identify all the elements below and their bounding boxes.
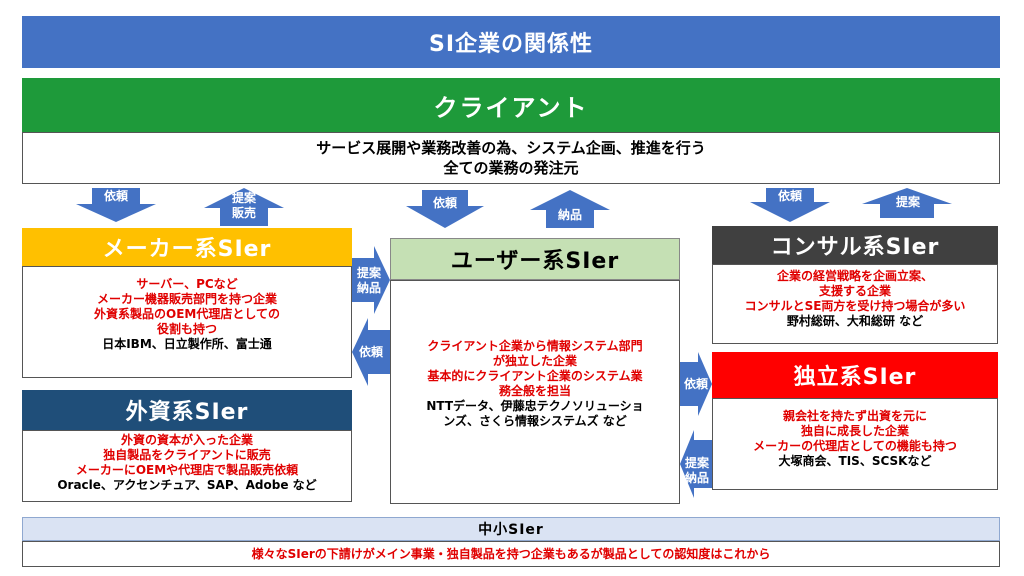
foreign-desc-1: 外資の資本が入った企業: [120, 433, 253, 447]
arrow-left-indep-user: [680, 430, 712, 498]
arrow-right-maker-user: [352, 246, 390, 314]
label-teian-maker: 提案: [231, 191, 256, 205]
arrow-up-consul: [862, 188, 952, 218]
independent-examples: 大塚商会、TIS、SCSKなど: [778, 454, 932, 468]
user-desc-3: 基本的にクライアント企業のシステム業: [427, 369, 643, 383]
label-teian-consul: 提案: [895, 195, 920, 209]
foreign-box: 外資の資本が入った企業 独自製品をクライアントに販売 メーカーにOEMや代理店で…: [22, 430, 352, 502]
label-irai-maker: 依頼: [103, 189, 128, 203]
independent-header: 独立系SIer: [712, 352, 998, 398]
user-desc-4: 務全般を担当: [498, 384, 571, 398]
independent-desc-2: 独自に成長した企業: [800, 424, 909, 438]
label-teian-mu: 提案: [356, 266, 381, 280]
label-nouhin-user: 納品: [557, 208, 582, 222]
label-teian-iu: 提案: [684, 456, 709, 470]
client-desc-box: サービス展開や業務改善の為、システム企画、推進を行う 全ての業務の発注元: [22, 132, 1000, 184]
user-examples-2: ンズ、さくら情報システムズ など: [443, 414, 627, 428]
maker-desc-4: 役割も持つ: [156, 322, 217, 336]
foreign-header: 外資系SIer: [22, 390, 352, 430]
maker-desc-3: 外資系製品のOEM代理店としての: [94, 307, 280, 321]
independent-desc-1: 親会社を持たず出資を元に: [782, 409, 927, 423]
client-desc-line2: 全ての業務の発注元: [443, 159, 579, 177]
arrow-down-user: [406, 190, 484, 228]
label-irai-user: 依頼: [432, 196, 457, 210]
foreign-desc-3: メーカーにOEMや代理店で製品販売依頼: [75, 463, 299, 477]
arrow-up-user: [530, 190, 610, 228]
consul-desc-1: 企業の経営戦略を企画立案、: [776, 269, 933, 283]
foreign-desc-2: 独自製品をクライアントに販売: [103, 448, 271, 462]
consul-header: コンサル系SIer: [712, 226, 998, 264]
arrow-right-user-indep: [680, 352, 712, 416]
page-title: SI企業の関係性: [22, 16, 1000, 68]
label-irai-um: 依頼: [358, 345, 383, 359]
independent-desc-3: メーカーの代理店としての機能も持つ: [753, 439, 957, 453]
user-desc-2: が独立した企業: [492, 354, 577, 368]
client-header: クライアント: [22, 78, 1000, 132]
consul-desc-3: コンサルとSE両方を受け持つ場合が多い: [744, 299, 966, 313]
maker-examples: 日本IBM、日立製作所、富士通: [102, 337, 272, 351]
maker-header: メーカー系SIer: [22, 228, 352, 266]
sme-box: 様々なSIerの下請けがメイン事業・独自製品を持つ企業もあるが製品としての認知度…: [22, 541, 1000, 567]
label-nouhin-iu: 納品: [684, 471, 709, 485]
label-irai-consul: 依頼: [777, 189, 802, 203]
maker-box: サーバー、PCなど メーカー機器販売部門を持つ企業 外資系製品のOEM代理店とし…: [22, 266, 352, 378]
label-hanbai-maker: 販売: [231, 206, 256, 220]
arrow-up-maker: [204, 188, 284, 226]
label-nouhin-mu: 納品: [356, 281, 381, 295]
user-box: クライアント企業から情報システム部門 が独立した企業 基本的にクライアント企業の…: [390, 280, 680, 504]
consul-box: 企業の経営戦略を企画立案、 支援する企業 コンサルとSE両方を受け持つ場合が多い…: [712, 264, 998, 344]
label-irai-ui: 依頼: [683, 377, 708, 391]
maker-desc-1: サーバー、PCなど: [136, 277, 238, 291]
user-examples-1: NTTデータ、伊藤忠テクノソリューショ: [426, 399, 644, 413]
maker-desc-2: メーカー機器販売部門を持つ企業: [96, 292, 277, 306]
client-desc-line1: サービス展開や業務改善の為、システム企画、推進を行う: [316, 139, 706, 157]
arrow-left-user-maker: [352, 318, 390, 386]
independent-box: 親会社を持たず出資を元に 独自に成長した企業 メーカーの代理店としての機能も持つ…: [712, 398, 998, 490]
user-header: ユーザー系SIer: [390, 238, 680, 280]
sme-header: 中小SIer: [22, 517, 1000, 541]
arrow-down-maker: [76, 188, 156, 222]
consul-desc-2: 支援する企業: [818, 284, 891, 298]
user-desc-1: クライアント企業から情報システム部門: [427, 339, 643, 353]
arrow-down-consul: [750, 188, 830, 222]
foreign-examples: Oracle、アクセンチュア、SAP、Adobe など: [57, 478, 317, 492]
sme-desc: 様々なSIerの下請けがメイン事業・独自製品を持つ企業もあるが製品としての認知度…: [251, 546, 771, 561]
consul-examples: 野村総研、大和総研 など: [786, 314, 924, 328]
